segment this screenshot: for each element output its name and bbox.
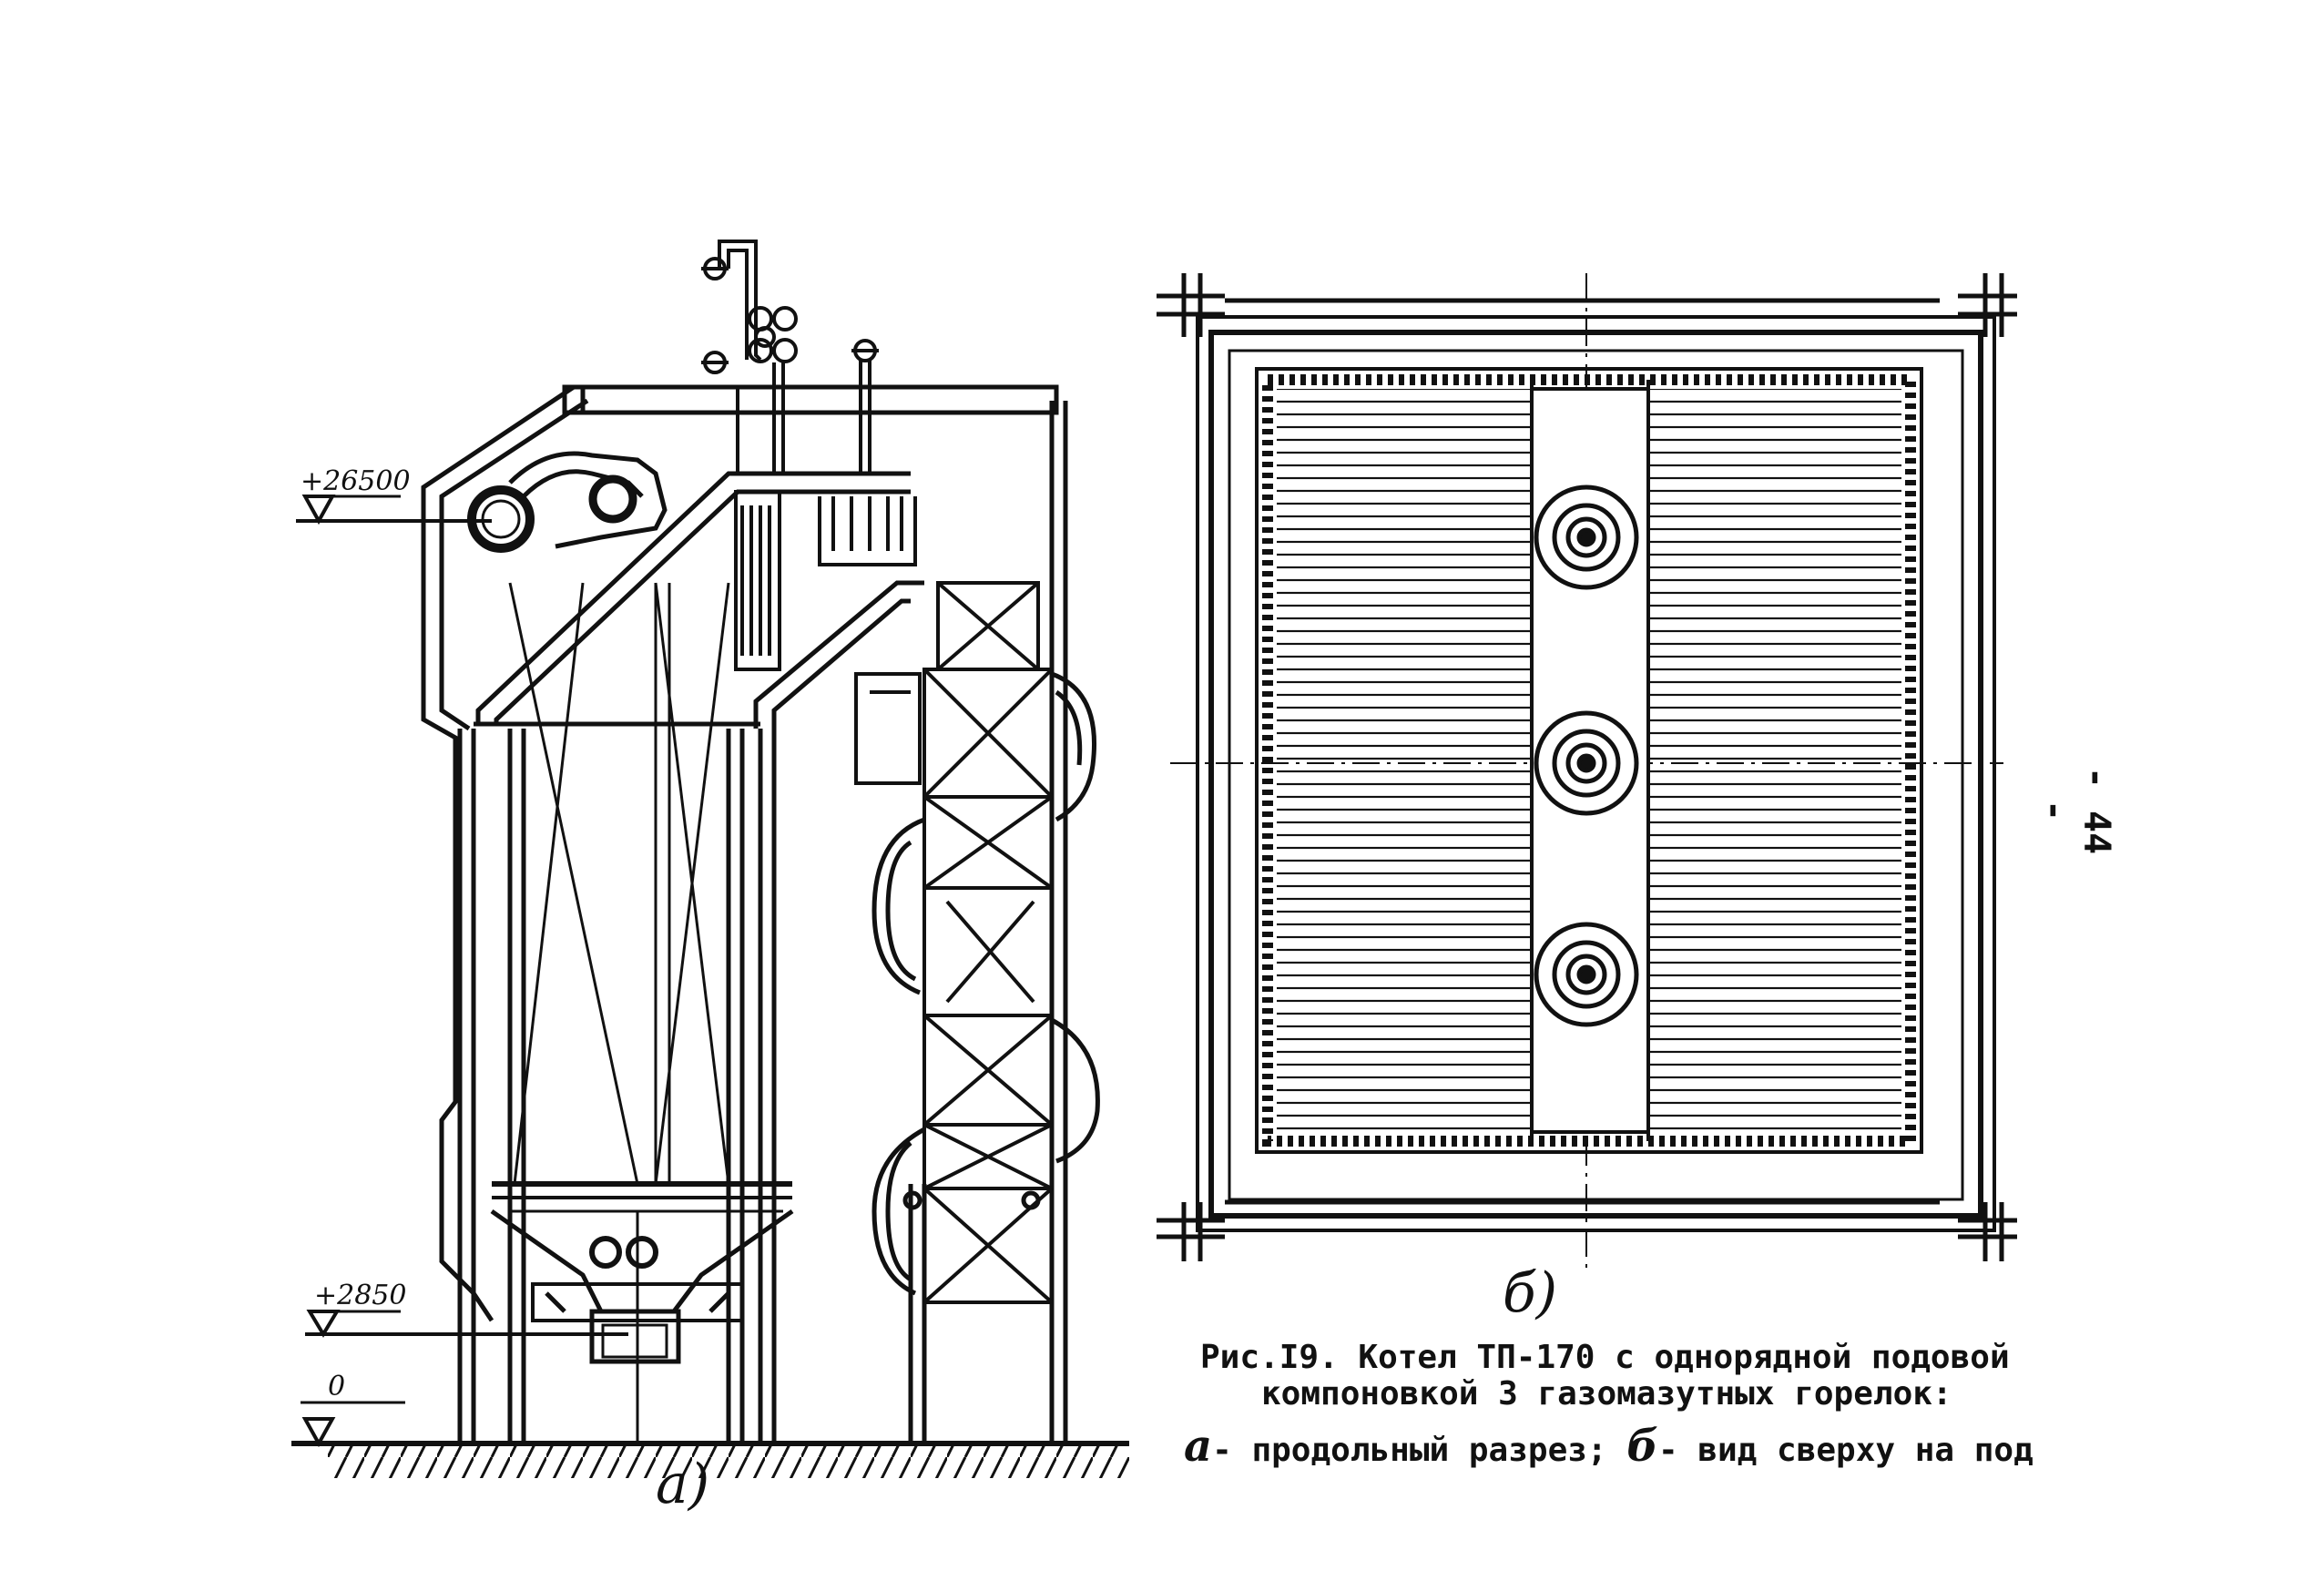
elevation-marker-top xyxy=(296,495,492,525)
caption-letter-a: a xyxy=(1184,1421,1213,1472)
hearth-tubes-left xyxy=(1277,389,1532,1132)
figure-caption-line2: компоновкой 3 газомазутных горелок: xyxy=(1261,1375,1952,1413)
gas-oil-burner-2 xyxy=(1534,710,1639,816)
caption-text-b: - вид сверху на под xyxy=(1657,1432,2034,1469)
ground-line xyxy=(291,1441,1129,1478)
roof-beam xyxy=(562,384,1059,415)
figure-caption-line1: Рис.I9. Котел ТП-170 с однорядной подово… xyxy=(1200,1339,2010,1376)
caption-letter-b: б xyxy=(1626,1421,1658,1472)
hearth-tubes-right xyxy=(1648,389,1901,1132)
air-heater-stack xyxy=(854,581,1054,1304)
panel-label-b: б) xyxy=(1503,1261,1557,1325)
elevation-label-top: +26500 xyxy=(301,465,411,497)
caption-text-a: - продольный разрез; xyxy=(1212,1432,1607,1469)
air-ducts xyxy=(872,671,1100,1296)
panel-label-a: a) xyxy=(656,1453,709,1516)
studded-refractory-border xyxy=(1255,367,1923,1154)
outer-frame xyxy=(1196,298,1996,1232)
elevation-marker-ground xyxy=(301,1401,405,1448)
burner-hopper xyxy=(490,1209,794,1443)
page-number: - 44 - xyxy=(2034,766,2117,855)
corner-fixtures xyxy=(1157,273,2017,1261)
gas-oil-burner-3 xyxy=(1534,922,1639,1027)
steam-drum xyxy=(467,451,668,553)
steam-outlet-pipes xyxy=(701,240,911,475)
elevation-label-burner: +2850 xyxy=(314,1280,406,1311)
furnace-shell xyxy=(421,384,792,1322)
support-columns xyxy=(457,401,1068,1443)
figure-caption-line3: a- продольный разрез; б- вид сверху на п… xyxy=(1184,1421,2034,1472)
superheater-coils xyxy=(734,490,917,671)
furnace-screens xyxy=(508,582,730,1185)
plan-view-b xyxy=(1157,273,2017,1275)
elevation-label-ground: 0 xyxy=(328,1371,345,1402)
section-view-a xyxy=(291,240,1129,1478)
elevation-marker-burner xyxy=(305,1310,628,1338)
gas-oil-burner-1 xyxy=(1534,484,1639,590)
